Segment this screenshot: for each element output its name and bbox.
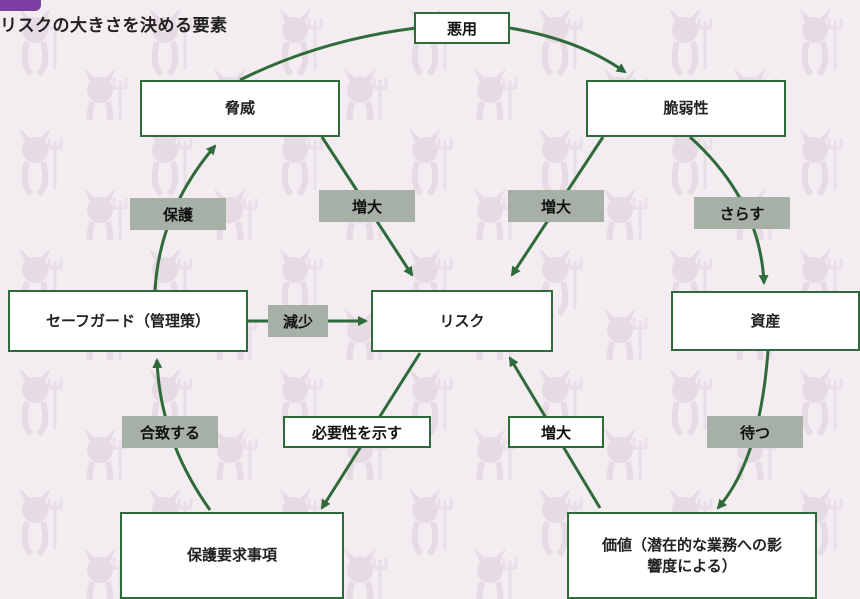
node-value: 価値（潜在的な業務への影響度による） — [567, 512, 817, 599]
label-conform: 合致する — [122, 416, 218, 448]
label-reduce: 減少 — [268, 305, 328, 337]
edge-threat-abuse — [239, 26, 417, 82]
node-asset: 資産 — [671, 291, 860, 351]
page-title: リスクの大きさを決める要素 — [0, 16, 228, 36]
edge-abuse-vulnerability — [509, 26, 627, 74]
label-increase-value: 増大 — [508, 416, 604, 448]
label-indicate-need: 必要性を示す — [283, 416, 431, 448]
node-risk: リスク — [371, 290, 553, 352]
label-abuse: 悪用 — [414, 12, 510, 44]
label-expose: さらす — [694, 197, 790, 229]
section-tab — [0, 0, 41, 11]
label-increase-threat: 増大 — [319, 190, 415, 222]
node-protection-requirements: 保護要求事項 — [120, 512, 344, 599]
node-safeguard: セーフガード（管理策） — [8, 290, 248, 352]
node-vulnerability: 脆弱性 — [586, 80, 786, 137]
label-protect: 保護 — [130, 198, 226, 230]
label-has: 待つ — [707, 416, 803, 448]
node-threat: 脅威 — [140, 80, 340, 137]
label-increase-vulnerability: 増大 — [508, 190, 604, 222]
